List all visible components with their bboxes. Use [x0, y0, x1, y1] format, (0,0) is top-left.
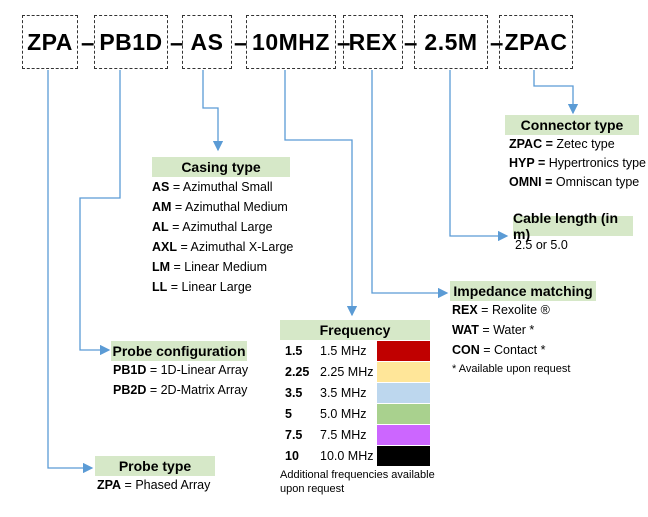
casing-item: LL = Linear Large — [152, 280, 252, 294]
frequency-note: Additional frequencies available upon re… — [280, 469, 435, 495]
code-box-impedance: REX — [343, 15, 403, 69]
casing-item: AS = Azimuthal Small — [152, 180, 273, 194]
line-frequency — [284, 70, 358, 317]
impedance-item: CON = Contact * — [452, 343, 546, 357]
probe-type-item: ZPA = Phased Array — [97, 478, 211, 492]
frequency-header: Frequency — [280, 320, 430, 340]
impedance-item: WAT = Water * — [452, 323, 535, 337]
separator: – — [81, 30, 95, 57]
probe-config-item: PB2D = 2D-Matrix Array — [113, 383, 248, 397]
line-connector — [533, 70, 579, 115]
line-probe-config — [79, 70, 121, 356]
color-swatch — [377, 404, 430, 424]
code-box-frequency: 10MHZ — [246, 15, 336, 69]
color-swatch — [377, 341, 430, 361]
cable-length-value: 2.5 or 5.0 — [515, 238, 568, 252]
color-swatch — [377, 362, 430, 382]
casing-item: AL = Azimuthal Large — [152, 220, 273, 234]
connector-item: ZPAC = Zetec type — [509, 137, 615, 151]
probe-type-header: Probe type — [95, 456, 215, 476]
line-impedance — [371, 70, 449, 299]
color-swatch — [377, 383, 430, 403]
line-cable — [449, 70, 509, 242]
impedance-matching-header: Impedance matching — [450, 281, 596, 301]
cable-length-header: Cable length (in m) — [513, 210, 633, 242]
code-box-probe-config: PB1D — [94, 15, 168, 69]
connector-item: HYP = Hypertronics type — [509, 156, 646, 170]
separator: – — [170, 30, 184, 57]
separator: – — [490, 30, 504, 57]
code-box-casing: AS — [182, 15, 232, 69]
casing-type-header: Casing type — [152, 157, 290, 177]
separator: – — [234, 30, 248, 57]
color-swatch — [377, 425, 430, 445]
code-box-connector: ZPAC — [499, 15, 573, 69]
code-box-probe-type: ZPA — [22, 15, 78, 69]
color-swatch — [377, 446, 430, 466]
impedance-note: * Available upon request — [452, 363, 571, 375]
connector-type-header: Connector type — [505, 115, 639, 135]
line-casing — [202, 70, 224, 152]
probe-config-header: Probe configuration — [111, 341, 247, 361]
casing-item: AXL = Azimuthal X-Large — [152, 240, 294, 254]
casing-item: LM = Linear Medium — [152, 260, 267, 274]
probe-config-item: PB1D = 1D-Linear Array — [113, 363, 249, 377]
code-box-cable: 2.5M — [414, 15, 488, 69]
impedance-item: REX = Rexolite ® — [452, 303, 550, 317]
casing-item: AM = Azimuthal Medium — [152, 200, 288, 214]
line-probe-type — [47, 70, 94, 474]
connector-item: OMNI = Omniscan type — [509, 175, 640, 189]
